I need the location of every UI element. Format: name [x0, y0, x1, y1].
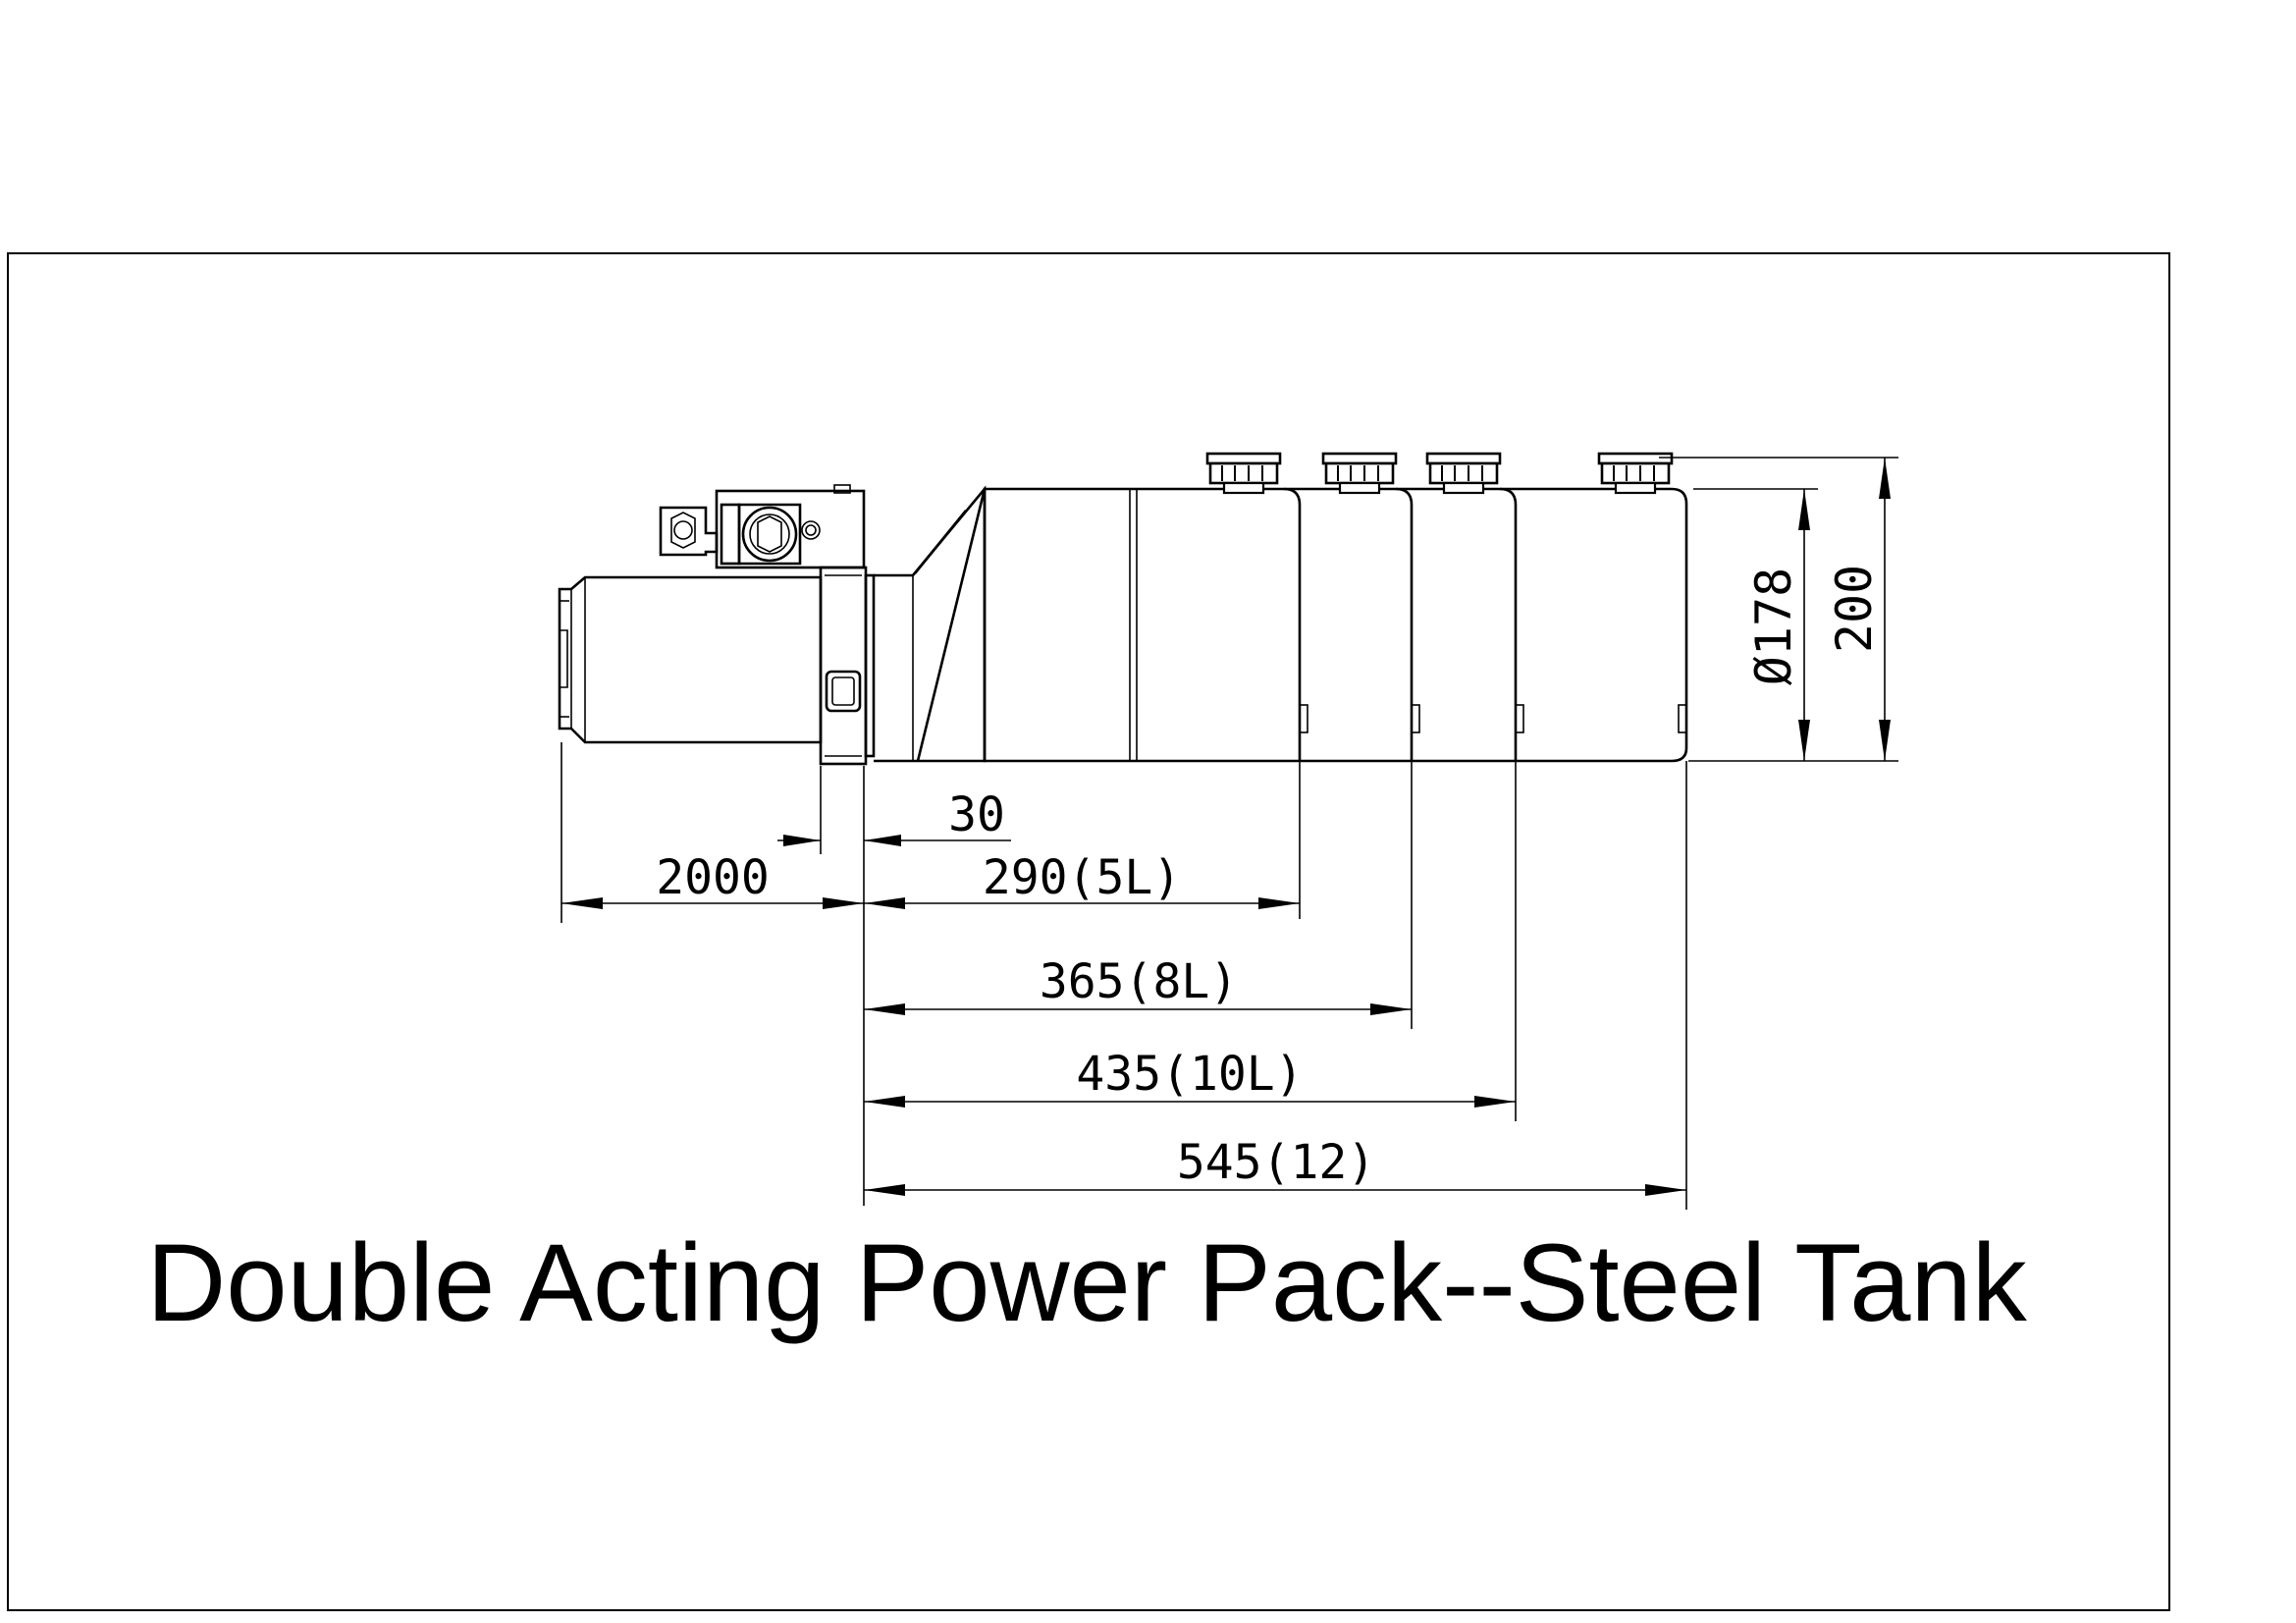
- flange: [819, 566, 876, 766]
- dim-label-overall-height: 200: [1826, 565, 1883, 653]
- filler-cap-5l: [1205, 452, 1282, 495]
- dim-label-length-8l: 365(8L): [1040, 954, 1238, 1009]
- dimensions: 30 2000 290(5L) 365(8L) 435(: [561, 457, 1898, 1210]
- dim-hose-length: 2000: [561, 850, 864, 909]
- filler-cap-12: [1597, 452, 1674, 495]
- dim-length-5l: 290(5L): [864, 850, 1300, 909]
- dim-length-12: 545(12): [864, 1135, 1686, 1196]
- dim-length-8l: 365(8L): [864, 954, 1412, 1015]
- dim-label-length-5l: 290(5L): [983, 850, 1181, 905]
- dim-overall-height: 200: [1826, 458, 1891, 761]
- filler-cap-8l: [1321, 452, 1398, 495]
- dim-flange-width: 30: [777, 787, 1011, 846]
- dim-label-flange-width: 30: [948, 787, 1005, 842]
- dim-label-hose-length: 2000: [656, 850, 770, 905]
- drawing-title: Double Acting Power Pack--Steel Tank: [146, 1221, 2027, 1344]
- motor: [558, 575, 823, 744]
- filler-cap-10l: [1425, 452, 1502, 495]
- power-pack: [558, 452, 1688, 766]
- drawing-frame: [7, 252, 2170, 1611]
- dim-tank-diameter: Ø178: [1745, 489, 1810, 761]
- steel-tank: [874, 485, 1688, 763]
- dim-label-length-10l: 435(10L): [1076, 1047, 1303, 1102]
- dim-label-length-12: 545(12): [1177, 1135, 1375, 1190]
- valve-block: [659, 484, 866, 569]
- dim-label-tank-diameter: Ø178: [1745, 568, 1802, 685]
- dim-length-10l: 435(10L): [864, 1047, 1516, 1108]
